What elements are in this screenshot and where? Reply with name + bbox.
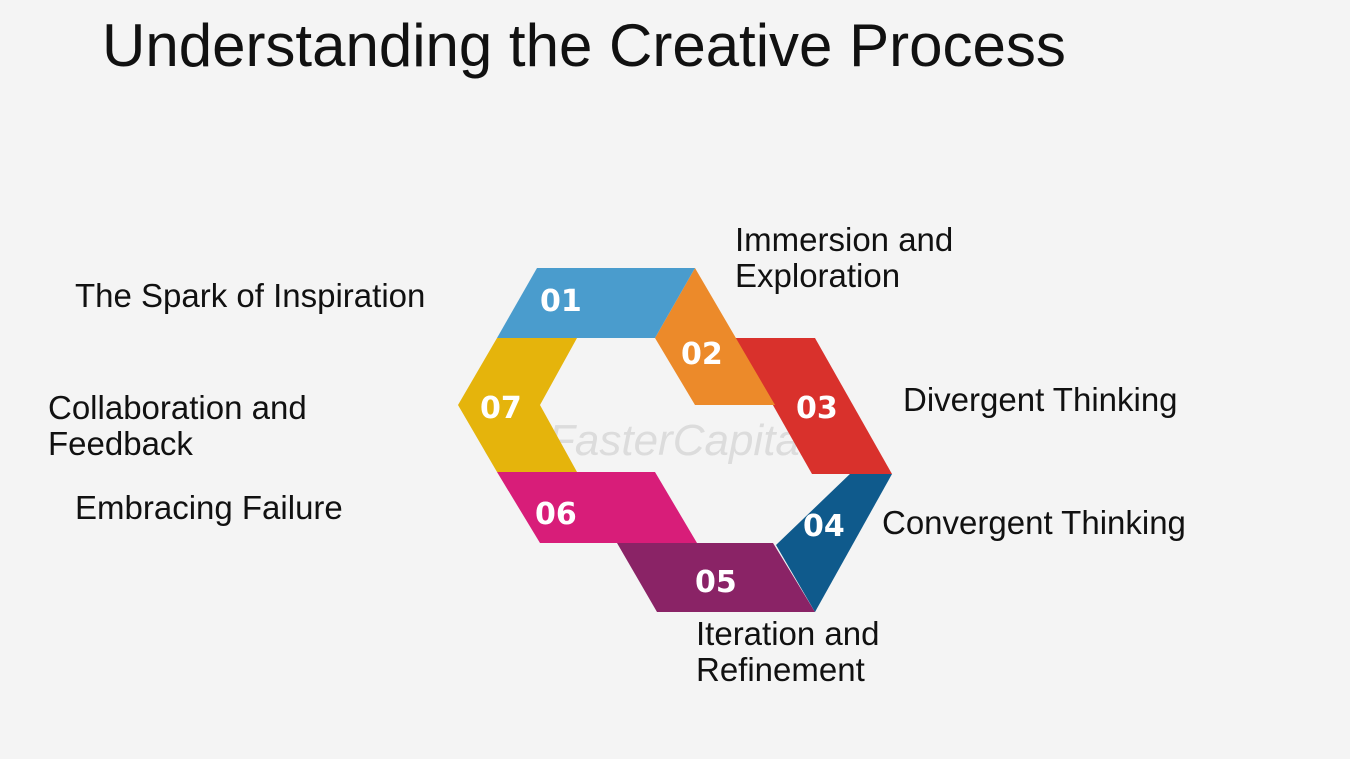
- step-07-number: 07: [480, 391, 522, 426]
- step-05-number: 05: [695, 565, 737, 600]
- step-05-segment: [617, 543, 815, 612]
- step-03-segment: [735, 338, 892, 474]
- step-02-segment: [655, 268, 775, 405]
- step-06-label: Embracing Failure: [75, 489, 343, 526]
- step-07-label: Collaboration and Feedback: [48, 389, 307, 462]
- step-03-number: 03: [796, 391, 838, 426]
- watermark-text: FasterCapital: [548, 416, 811, 465]
- step-04-label: Convergent Thinking: [882, 504, 1186, 541]
- step-01-label: The Spark of Inspiration: [75, 277, 426, 314]
- step-04-segment: [776, 472, 892, 612]
- step-01-segment: [497, 268, 695, 338]
- step-04-number: 04: [803, 509, 845, 544]
- step-06-number: 06: [535, 497, 577, 532]
- step-06-segment: [497, 472, 697, 543]
- watermark: FasterCapital: [482, 412, 811, 468]
- step-02-number: 02: [681, 337, 723, 372]
- step-01-number: 01: [540, 284, 582, 319]
- step-03-label: Divergent Thinking: [903, 381, 1178, 418]
- page-title: Understanding the Creative Process: [102, 12, 1066, 79]
- step-05-label: Iteration and Refinement: [696, 615, 880, 688]
- step-07-segment: [458, 338, 577, 472]
- step-02-label: Immersion and Exploration: [735, 221, 954, 294]
